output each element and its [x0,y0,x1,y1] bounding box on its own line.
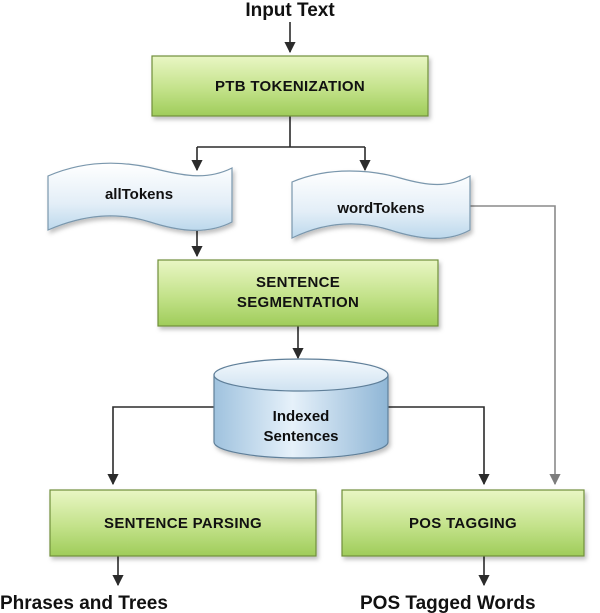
arrow-indexed-to-parsing [107,406,214,486]
output-phrases-and-trees: Phrases and Trees [0,593,168,613]
process-sentence-segmentation: SENTENCE SEGMENTATION [157,259,439,327]
parsing-label: SENTENCE PARSING [104,515,262,532]
process-sentence-parsing: SENTENCE PARSING [49,489,317,557]
arrow-wordtokens-to-postagging [470,205,561,486]
postagging-box [341,489,585,557]
connector-ptb-split [197,116,365,148]
connectors [107,22,561,587]
ptb-label: PTB TOKENIZATION [215,78,365,95]
document-wordtokens: wordTokens [291,170,471,239]
indexed-label-line2: Sentences [263,428,338,445]
segmentation-label-line2: SEGMENTATION [237,294,359,311]
database-indexed-sentences: Indexed Sentences [213,358,389,459]
parsing-box [49,489,317,557]
segmentation-box [157,259,439,327]
segmentation-label-line1: SENTENCE [256,274,340,291]
process-pos-tagging: POS TAGGING [341,489,585,557]
indexed-cylinder-top [213,358,389,392]
output-pos-tagged-words: POS Tagged Words [360,593,536,613]
ptb-box [151,55,429,117]
arrow-indexed-to-postagging [388,406,490,486]
alltokens-label: allTokens [105,186,173,203]
document-alltokens: allTokens [47,162,233,231]
wordtokens-label: wordTokens [336,200,424,217]
process-ptb-tokenization: PTB TOKENIZATION [151,55,429,117]
indexed-cylinder-body [213,374,389,459]
postagging-label: POS TAGGING [409,515,517,532]
input-text-label: Input Text [245,0,335,21]
alltokens-shape [47,162,233,231]
indexed-label-line1: Indexed [273,408,330,425]
wordtokens-shape [291,170,471,239]
